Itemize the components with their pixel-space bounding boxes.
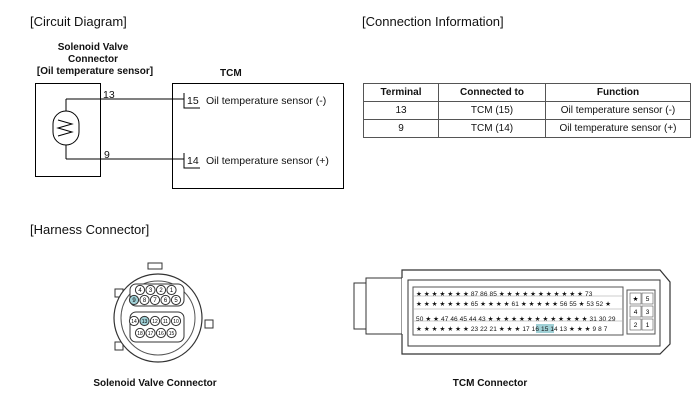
tcm-side-pin-label: 4 [634, 309, 638, 316]
tcm-pin-15: 15 [187, 95, 199, 107]
solenoid-pin-label: 15 [169, 331, 175, 337]
connection-info-title: [Connection Information] [362, 14, 504, 29]
solenoid-title-line2: Connector [68, 54, 118, 65]
solenoid-pin-label: 4 [138, 288, 142, 294]
solenoid-pin-4 [134, 284, 146, 296]
solenoid-pin-label: 7 [153, 298, 157, 304]
solenoid-pin-17 [145, 327, 156, 339]
solenoid-pin-label: 12 [152, 319, 158, 325]
solenoid-pin-6 [160, 294, 171, 306]
table-row: 9 TCM (14) Oil temperature sensor (+) [363, 119, 691, 138]
solenoid-pin-label: 2 [159, 288, 163, 294]
solenoid-connector-caption: Solenoid Valve Connector [93, 378, 217, 389]
solenoid-pin-8 [139, 294, 150, 306]
wire-bottom-terminal: 9 [104, 149, 110, 161]
tcm-side-pin-label: 1 [646, 322, 650, 329]
solenoid-pin-label: 3 [149, 288, 153, 294]
table-row: 13 TCM (15) Oil temperature sensor (-) [363, 101, 691, 120]
solenoid-pin-16 [155, 327, 167, 339]
solenoid-pin-label: 1 [170, 288, 174, 294]
solenoid-title-line1: Solenoid Valve [57, 42, 129, 53]
tcm-side-pin [629, 305, 642, 318]
solenoid-pin-label: 10 [173, 319, 179, 325]
cell-connected-to: TCM (14) [438, 119, 546, 138]
solenoid-pin-15 [166, 327, 177, 339]
tcm-side-pin [629, 292, 642, 305]
solenoid-pin-label: 14 [131, 319, 137, 325]
solenoid-pin-label: 17 [148, 331, 154, 337]
connection-table: Terminal Connected to Function 13 TCM (1… [363, 83, 691, 138]
solenoid-title-line3: [Oil temperature sensor] [36, 66, 154, 77]
solenoid-pin-11 [160, 315, 171, 327]
tcm-side-pin [641, 318, 654, 331]
solenoid-pin-18 [134, 327, 146, 339]
tcm-side-pin-label: ★ [633, 295, 639, 303]
solenoid-pin-10 [170, 315, 182, 327]
harness-connector-title: [Harness Connector] [30, 222, 150, 237]
tcm-side-pin-label: 2 [634, 322, 638, 329]
solenoid-pin-label: 9 [132, 298, 136, 304]
tcm-title: TCM [220, 68, 242, 79]
solenoid-pin-5 [170, 294, 182, 306]
tcm-pin-15-label: Oil temperature sensor (-) [206, 95, 327, 107]
solenoid-pin-14 [128, 315, 140, 327]
tcm-row3: 50 ★ ★ 47 46 45 44 43 ★ ★ ★ ★ ★ ★ ★ ★ ★ … [416, 316, 616, 323]
tcm-side-pin [641, 292, 654, 305]
tcm-side-pin [641, 305, 654, 318]
tcm-pin-14: 14 [187, 155, 199, 167]
solenoid-pin-label: 11 [163, 319, 168, 325]
tcm-row1: ★ ★ ★ ★ ★ ★ ★ 87 86 85 ★ ★ ★ ★ ★ ★ ★ ★ ★… [416, 291, 593, 298]
solenoid-pin-label: 13 [142, 319, 148, 325]
solenoid-pin-9 [128, 294, 140, 306]
tcm-connector-caption: TCM Connector [452, 378, 528, 389]
solenoid-pin-12 [149, 315, 161, 327]
tcm-pin-15-highlight [536, 324, 545, 333]
tcm-row2: ★ ★ ★ ★ ★ ★ ★ 65 ★ ★ ★ ★ 61 ★ ★ ★ ★ ★ 56… [416, 301, 612, 308]
tcm-row4: ★ ★ ★ ★ ★ ★ ★ 23 22 21 ★ ★ ★ 17 16 15 14… [416, 326, 608, 333]
solenoid-pin-7 [149, 294, 161, 306]
tcm-box [172, 83, 344, 189]
wire-top-terminal: 13 [103, 89, 115, 101]
solenoid-pin-label: 16 [158, 331, 164, 337]
tcm-pin-14-label: Oil temperature sensor (+) [206, 155, 329, 167]
solenoid-pin-label: 8 [143, 298, 147, 304]
tcm-side-pin [629, 318, 642, 331]
solenoid-pin-2 [155, 284, 167, 296]
tcm-pin-14-highlight [545, 324, 554, 333]
tcm-side-pin-label: 3 [646, 309, 650, 316]
solenoid-pin-13 [139, 315, 150, 327]
cell-function: Oil temperature sensor (+) [545, 119, 691, 138]
solenoid-pin-1 [166, 284, 177, 296]
thermistor-symbol [52, 99, 80, 159]
solenoid-pin-3 [145, 284, 156, 296]
tcm-side-pin-label: 5 [646, 296, 650, 303]
solenoid-pin-label: 6 [164, 298, 168, 304]
circuit-diagram-title: [Circuit Diagram] [30, 14, 127, 29]
solenoid-pin-label: 5 [174, 298, 178, 304]
solenoid-pin-label: 18 [137, 331, 143, 337]
